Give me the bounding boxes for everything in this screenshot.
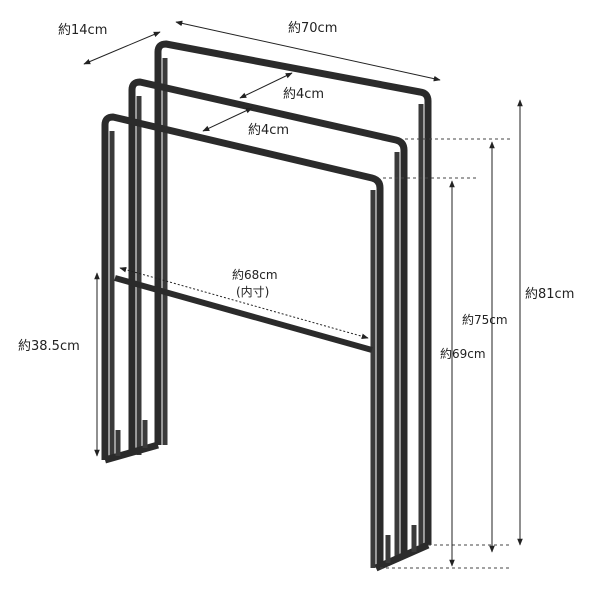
- bar-height-label: 約38.5cm: [18, 339, 80, 354]
- depth-dimension: 約14cm: [58, 23, 161, 65]
- gap-label-lower: 約4cm: [248, 123, 289, 138]
- left-base: [104, 420, 159, 464]
- depth-label: 約14cm: [58, 23, 107, 38]
- height-total-label: 約81cm: [525, 287, 574, 302]
- bar-height-dimension: 約38.5cm: [18, 272, 100, 457]
- reference-lines: [380, 138, 512, 569]
- height-mid-dimension: 約75cm: [462, 141, 508, 553]
- height-mid-label: 約75cm: [462, 312, 508, 327]
- width-label: 約70cm: [288, 21, 337, 36]
- gap-dimension-lower: 約4cm: [202, 107, 289, 138]
- inner-width-note: (内寸): [236, 285, 269, 299]
- gap-dimension-upper: 約4cm: [239, 72, 324, 102]
- gap-label-upper: 約4cm: [283, 87, 324, 102]
- height-front-dimension: 約69cm: [440, 180, 486, 567]
- height-front-label: 約69cm: [440, 346, 486, 361]
- front-frame: [101, 113, 384, 568]
- inner-width-dimension: 約68cm (内寸): [119, 267, 369, 339]
- right-base: [374, 525, 430, 572]
- width-dimension: 約70cm: [175, 20, 441, 82]
- inner-width-label: 約68cm: [232, 267, 278, 282]
- height-total-dimension: 約81cm: [517, 99, 574, 546]
